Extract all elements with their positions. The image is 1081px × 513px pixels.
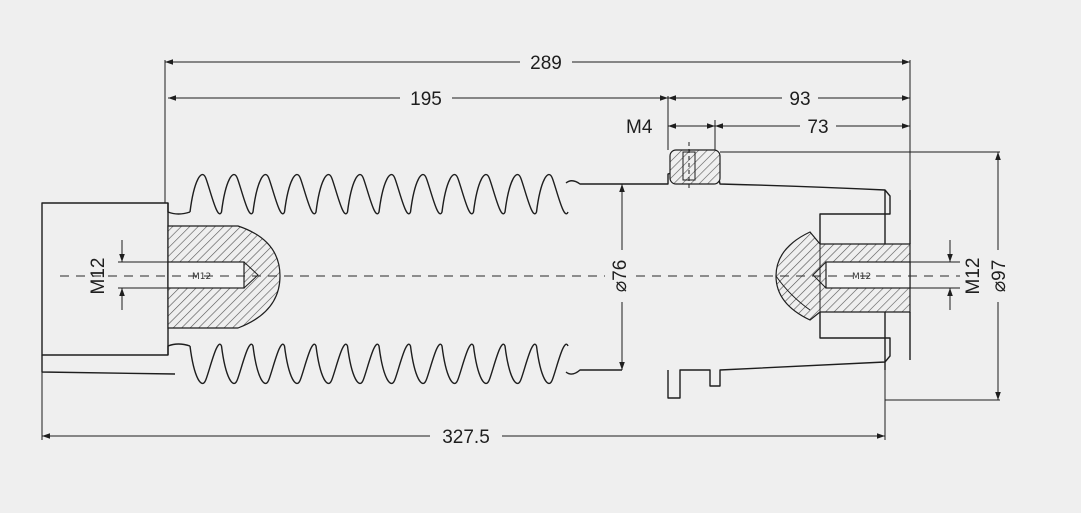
right-bolt: [825, 261, 911, 289]
dim-m4-label: M4: [626, 117, 653, 138]
dimension-lines: 289 195 93 M4 73 327.5 M12 M12: [41, 50, 1011, 448]
dim-327-label: 327.5: [442, 427, 490, 448]
insulator-body: M12 M12: [41, 142, 911, 399]
left-bolt: [167, 261, 245, 289]
dim-93-label: 93: [789, 89, 810, 110]
dim-73-label: 73: [807, 117, 828, 138]
dim-dia76-label: ⌀76: [610, 260, 631, 293]
right-bolt-label: M12: [852, 272, 871, 282]
upper-sheds: [189, 173, 569, 215]
dim-195-label: 195: [410, 89, 442, 110]
dim-dia97-label: ⌀97: [989, 260, 1010, 293]
dim-289-label: 289: [530, 53, 562, 74]
dim-left-m12-label: M12: [88, 258, 109, 295]
dim-right-m12-label: M12: [963, 258, 984, 295]
left-bolt-label: M12: [192, 272, 211, 282]
lower-sheds: [189, 343, 569, 385]
